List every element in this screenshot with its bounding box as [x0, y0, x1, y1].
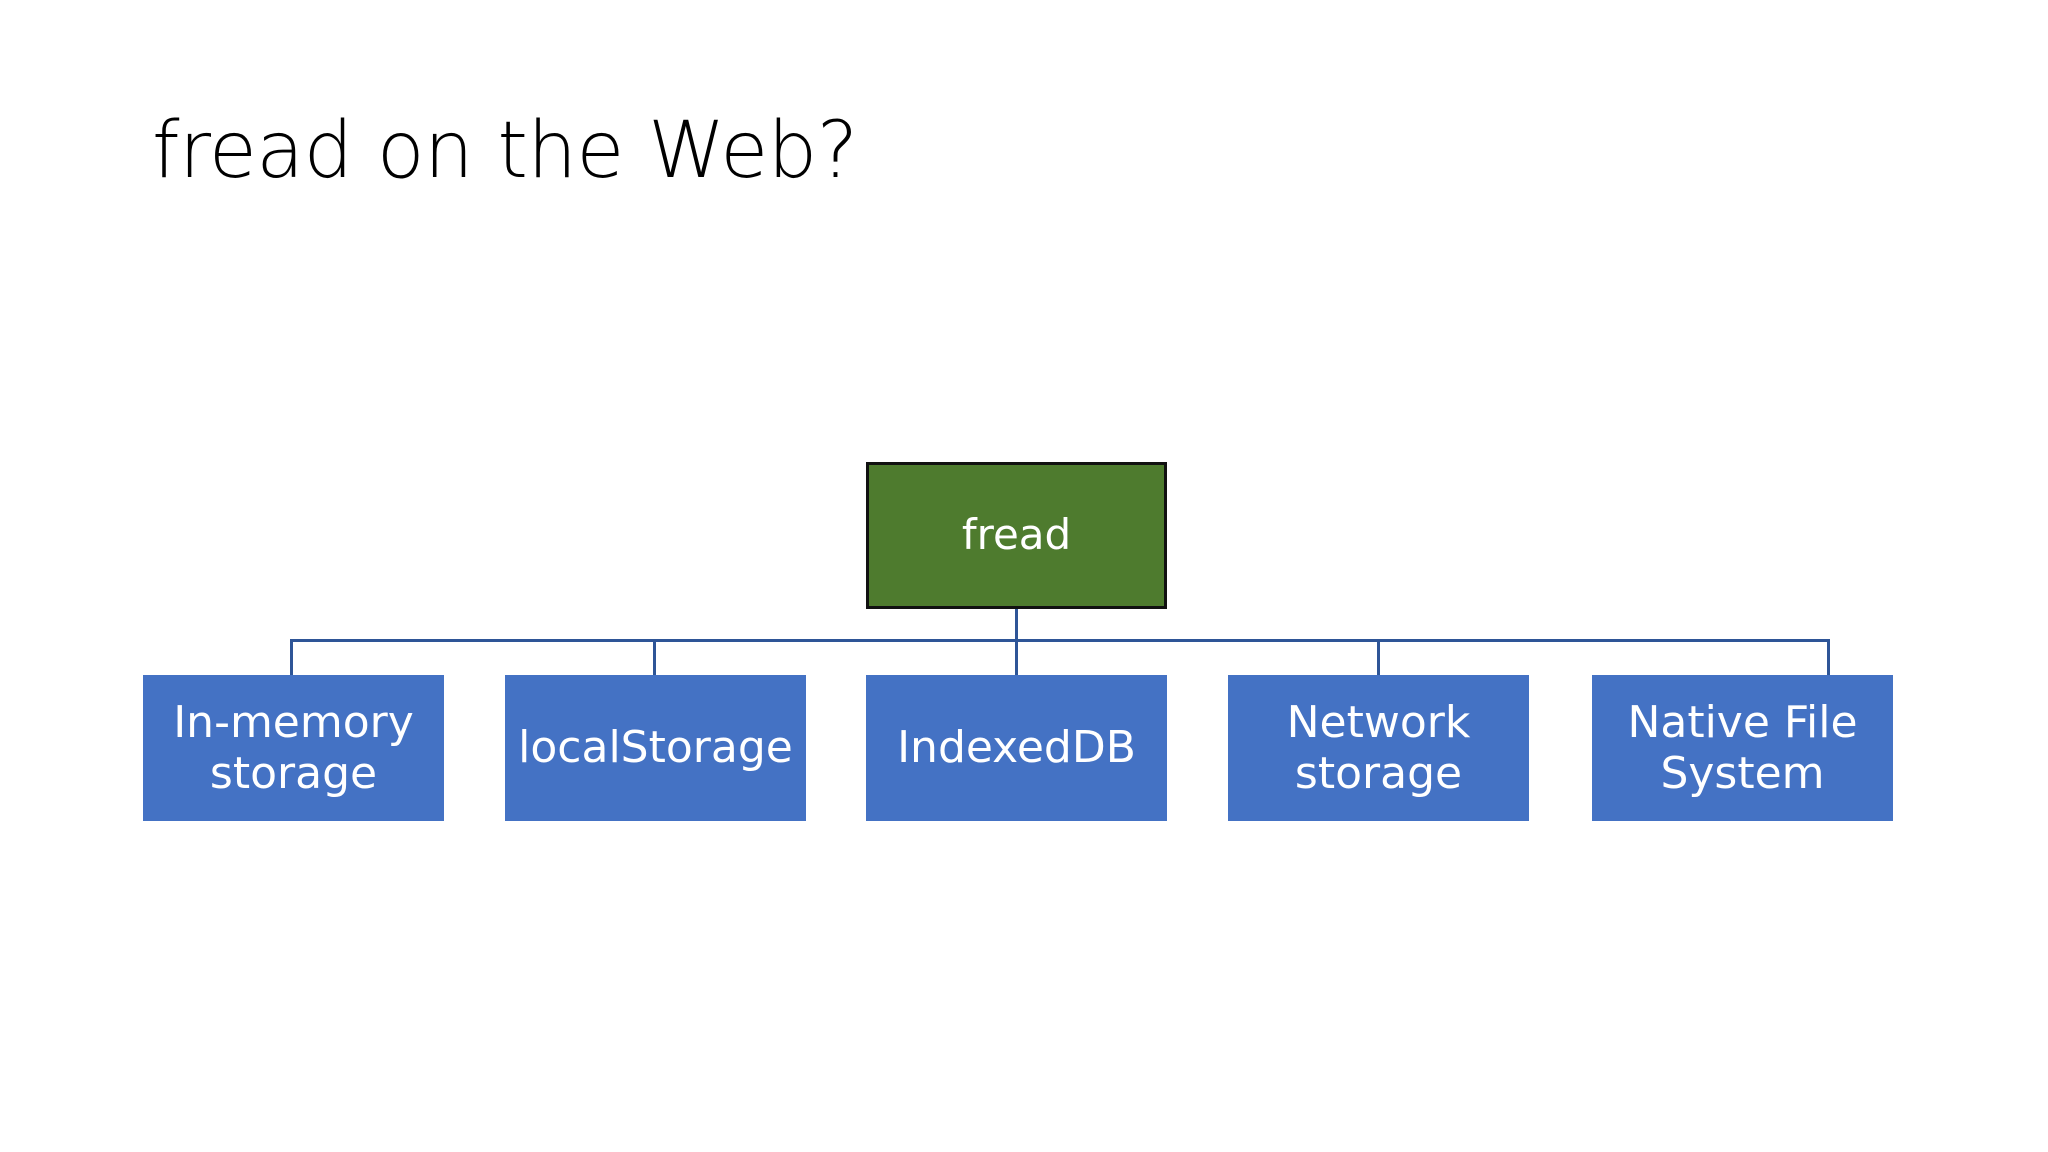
diagram-node-fread[interactable]: fread: [866, 462, 1167, 609]
node-label: Network storage: [1286, 696, 1471, 799]
node-label: In-memory storage: [173, 696, 414, 799]
diagram-node-indexeddb[interactable]: IndexedDB: [866, 675, 1167, 821]
node-label: IndexedDB: [897, 722, 1136, 774]
node-label: localStorage: [518, 722, 793, 774]
diagram-node-in-memory-storage[interactable]: In-memory storage: [143, 675, 444, 821]
node-label: fread: [961, 510, 1072, 560]
diagram-node-localstorage[interactable]: localStorage: [505, 675, 806, 821]
diagram-node-native-file-system[interactable]: Native File System: [1592, 675, 1893, 821]
diagram-node-network-storage[interactable]: Network storage: [1228, 675, 1529, 821]
node-label: Native File System: [1627, 696, 1858, 799]
page-title: fread on the Web?: [152, 106, 858, 196]
